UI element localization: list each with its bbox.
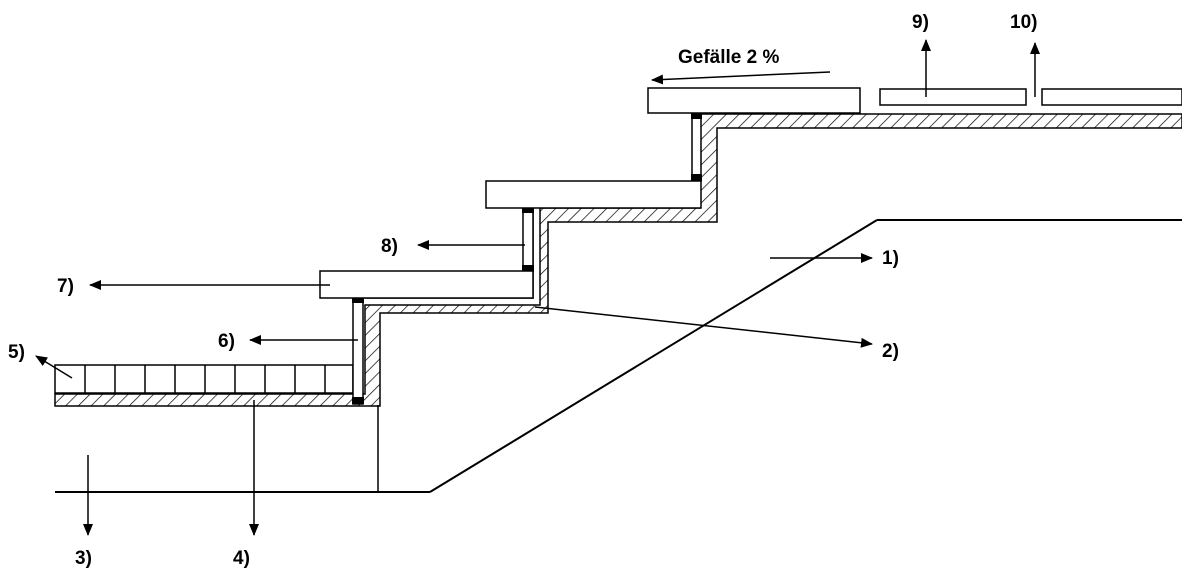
slope-label: Gefälle 2 %	[678, 47, 779, 68]
riser-middle	[522, 207, 534, 272]
callout-label-3: 3)	[75, 548, 92, 569]
callout-label-6: 6)	[218, 331, 235, 352]
tread-middle	[485, 180, 702, 209]
paving-blocks	[54, 364, 354, 394]
callout-arrows	[35, 39, 1040, 536]
arrow-2	[534, 306, 873, 348]
callout-label-7: 7)	[57, 276, 74, 297]
callout-label-5: 5)	[8, 342, 25, 363]
tread-top	[647, 87, 861, 114]
arrow-5	[35, 355, 73, 379]
callout-label-9: 9)	[912, 12, 929, 33]
concrete-base	[54, 113, 1182, 407]
slope-arrow	[651, 71, 831, 85]
riser-upper	[691, 113, 702, 182]
riser-lower	[352, 297, 364, 405]
ground-lines	[55, 219, 1182, 493]
terrace-slab-2	[1041, 88, 1182, 106]
callout-label-1: 1)	[882, 248, 899, 269]
callout-label-4: 4)	[233, 548, 250, 569]
callout-label-10: 10)	[1010, 12, 1037, 33]
callout-label-8: 8)	[381, 236, 398, 257]
tread-lower	[319, 270, 534, 299]
callout-label-2: 2)	[882, 341, 899, 362]
terrace-slab-1	[879, 88, 1027, 106]
